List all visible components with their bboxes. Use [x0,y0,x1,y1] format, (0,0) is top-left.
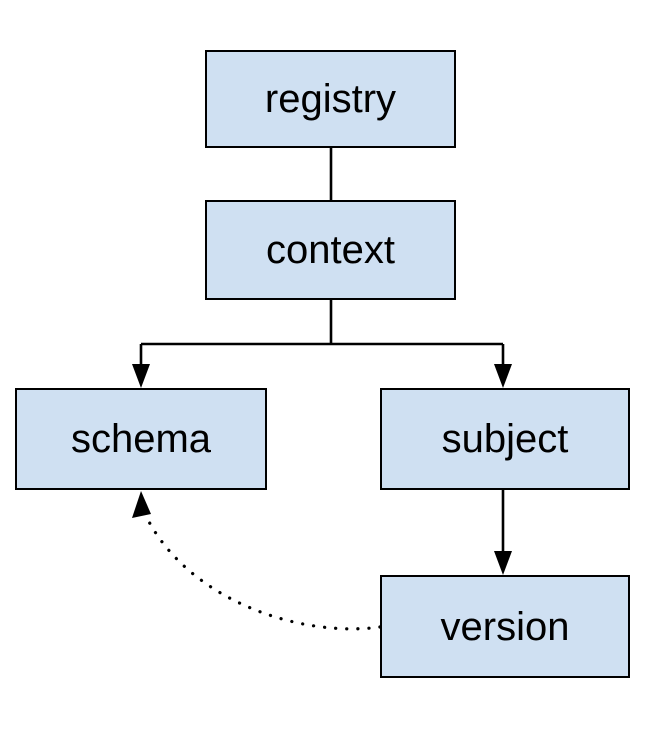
node-subject-label: subject [441,417,569,461]
edge-context-subject [494,344,512,388]
node-subject[interactable]: subject [380,388,630,490]
edge-subject-version [494,490,512,575]
edge-version-schema [132,491,382,631]
edge-context-schema [132,344,150,388]
node-context-label: context [266,228,395,272]
node-registry[interactable]: registry [205,50,456,148]
node-version[interactable]: version [380,575,630,678]
node-schema-label: schema [70,417,212,461]
node-registry-label: registry [264,77,397,121]
node-schema[interactable]: schema [15,388,267,490]
node-context[interactable]: context [205,200,456,300]
node-version-label: version [440,604,570,649]
edge-context-split-bus [141,300,503,346]
